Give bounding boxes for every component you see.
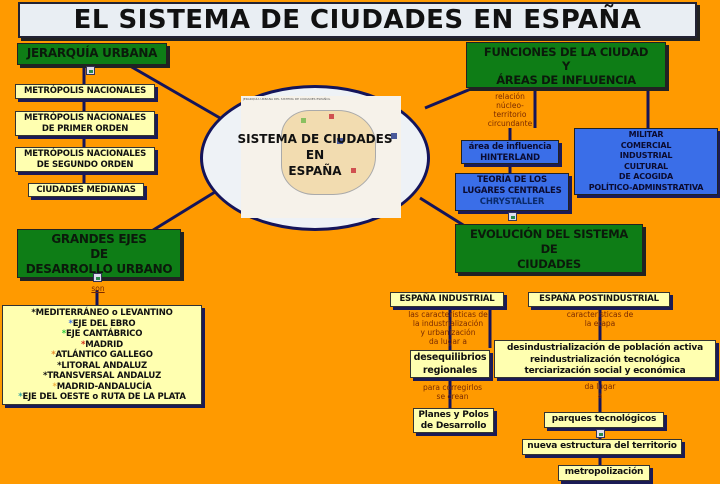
eje-item: *LITORAL ANDALUZ xyxy=(3,361,201,372)
eje-item: *TRANSVERSAL ANDALUZ xyxy=(3,371,201,382)
jerarquia-urbana-node[interactable]: JERARQUÍA URBANA xyxy=(17,43,167,65)
map-marker xyxy=(337,138,343,144)
link-label-relacion: relación núcleo- territorio circundante xyxy=(487,92,533,128)
attachment-icon[interactable] xyxy=(508,212,517,221)
page-title: EL SISTEMA DE CIUDADES EN ESPAÑA xyxy=(18,2,697,38)
funciones-node[interactable]: FUNCIONES DE LA CIUDAD Y ÁREAS DE INFLUE… xyxy=(466,42,666,88)
link-label-son: son xyxy=(91,284,105,293)
star-bullet-icon: * xyxy=(68,318,73,329)
map-peninsula xyxy=(281,110,376,195)
eje-item-label: EJE CANTÁBRICO xyxy=(66,329,143,339)
metropolizacion-node[interactable]: metropolización xyxy=(558,465,650,481)
eje-item-label: MEDITERRÁNEO o LEVANTINO xyxy=(35,308,173,318)
central-node-label: ESPAÑA xyxy=(288,164,342,178)
jerarquia-item[interactable]: METRÓPOLIS NACIONALES DE SEGUNDO ORDEN xyxy=(15,147,155,172)
spain-map-image: JERARQUÍA URBANA DEL SISTEMA DE CIUDADES… xyxy=(241,96,401,218)
funciones-types-node[interactable]: MILITAR COMERCIAL INDUSTRIAL CULTURAL DE… xyxy=(574,128,718,195)
eje-item: *EJE DEL OESTE o RUTA DE LA PLATA xyxy=(3,392,201,403)
eje-item-label: MADRID xyxy=(85,339,123,350)
link-label-industrializacion: las características de la industrializac… xyxy=(408,310,488,346)
link-label-caracteristicas: características de la etapa xyxy=(566,310,634,328)
espana-postindustrial-node[interactable]: ESPAÑA POSTINDUSTRIAL xyxy=(528,292,670,307)
star-bullet-icon: * xyxy=(31,308,36,318)
map-marker xyxy=(351,168,356,173)
map-caption: JERARQUÍA URBANA DEL SISTEMA DE CIUDADES… xyxy=(243,97,331,101)
star-bullet-icon: * xyxy=(51,350,56,360)
eje-item-label: EJE DEL EBRO xyxy=(72,318,136,329)
eje-item-label: LITORAL ANDALUZ xyxy=(61,360,147,371)
nueva-estructura-node[interactable]: nueva estructura del territorio xyxy=(522,439,682,455)
postindustrial-traits-node[interactable]: desindustrialización de población activa… xyxy=(494,340,716,378)
eje-item: *MADRID-ANDALUCÍA xyxy=(3,382,201,393)
star-bullet-icon: * xyxy=(57,360,62,371)
eje-item: *ATLÁNTICO GALLEGO xyxy=(3,350,201,361)
star-bullet-icon: * xyxy=(52,381,57,392)
link-label-da-lugar: da lugar a xyxy=(584,382,616,400)
evolucion-node[interactable]: EVOLUCIÓN DEL SISTEMA DE CIUDADES xyxy=(455,224,643,273)
teoria-author: CHRYSTALLER xyxy=(479,197,545,207)
desequilibrios-node[interactable]: desequilibrios regionales xyxy=(410,350,490,378)
eje-item: *EJE DEL EBRO xyxy=(3,319,201,330)
attachment-icon[interactable] xyxy=(596,429,605,438)
eje-item-label: EJE DEL OESTE o RUTA DE LA PLATA xyxy=(22,392,186,402)
central-node-label: EN xyxy=(305,148,325,162)
teoria-lugares-centrales-node[interactable]: TEORÍA DE LOS LUGARES CENTRALES CHRYSTAL… xyxy=(455,173,569,211)
star-bullet-icon: * xyxy=(81,339,86,350)
teoria-label: TEORÍA DE LOS LUGARES CENTRALES xyxy=(462,175,562,196)
eje-item: *MEDITERRÁNEO o LEVANTINO xyxy=(3,308,201,319)
map-marker xyxy=(301,118,306,123)
jerarquia-item[interactable]: METRÓPOLIS NACIONALES DE PRIMER ORDEN xyxy=(15,111,155,136)
eje-item-label: TRANSVERSAL ANDALUZ xyxy=(47,371,162,381)
espana-industrial-node[interactable]: ESPAÑA INDUSTRIAL xyxy=(390,292,504,307)
map-marker xyxy=(391,133,397,139)
map-marker xyxy=(329,114,334,119)
attachment-icon[interactable] xyxy=(93,273,102,282)
central-node-label: SISTEMA DE CIUDADES xyxy=(237,132,393,146)
eje-item-label: ATLÁNTICO GALLEGO xyxy=(55,350,153,360)
attachment-icon[interactable] xyxy=(86,66,95,75)
hinterland-node[interactable]: área de influencia HINTERLAND xyxy=(461,140,559,164)
central-node[interactable]: JERARQUÍA URBANA DEL SISTEMA DE CIUDADES… xyxy=(200,85,430,231)
parques-tecnologicos-node[interactable]: parques tecnológicos xyxy=(544,412,664,428)
ejes-list[interactable]: *MEDITERRÁNEO o LEVANTINO*EJE DEL EBRO*E… xyxy=(2,305,202,405)
star-bullet-icon: * xyxy=(61,329,66,339)
eje-item: *MADRID xyxy=(3,340,201,351)
link-label-corregirlos: para corregirlos se crean xyxy=(422,383,483,401)
jerarquia-item[interactable]: METRÓPOLIS NACIONALES xyxy=(15,84,155,99)
eje-item-label: MADRID-ANDALUCÍA xyxy=(56,381,152,392)
grandes-ejes-node[interactable]: GRANDES EJES DE DESARROLLO URBANO xyxy=(17,229,181,278)
planes-polos-node[interactable]: Planes y Polos de Desarrollo xyxy=(413,408,494,433)
eje-item: *EJE CANTÁBRICO xyxy=(3,329,201,340)
star-bullet-icon: * xyxy=(42,371,48,381)
star-bullet-icon: * xyxy=(18,392,23,402)
jerarquia-item[interactable]: CIUDADES MEDIANAS xyxy=(28,183,144,197)
